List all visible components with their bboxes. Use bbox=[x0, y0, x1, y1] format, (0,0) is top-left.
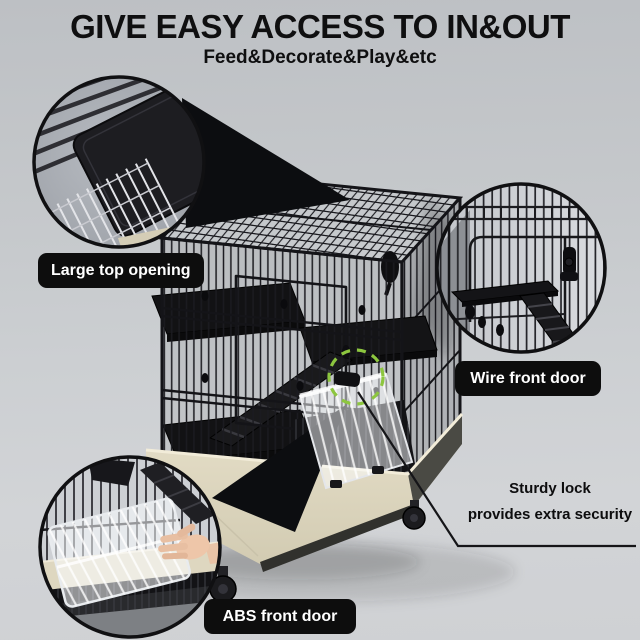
caster-wheel-right bbox=[402, 500, 426, 530]
clear-door bbox=[47, 497, 191, 608]
label-wire-front-door: Wire front door bbox=[455, 361, 601, 396]
top-opening-callout bbox=[32, 75, 206, 249]
lock-leader-line bbox=[357, 391, 636, 548]
zoom-beam-top bbox=[182, 98, 350, 228]
abs-clear-door bbox=[298, 371, 414, 490]
label-large-top-opening: Large top opening bbox=[38, 253, 204, 288]
lock-highlight-circle bbox=[327, 348, 385, 406]
sturdy-lock-line1: Sturdy lock bbox=[509, 480, 591, 497]
page-title: GIVE EASY ACCESS TO IN&OUT bbox=[70, 8, 570, 45]
page-subtitle: Feed&Decorate&Play&etc bbox=[203, 47, 437, 68]
sturdy-lock-note: Sturdy lock provides extra security bbox=[448, 479, 640, 524]
label-abs-front-door: ABS front door bbox=[204, 599, 356, 634]
abs-door-callout bbox=[38, 455, 222, 639]
wire-door-callout bbox=[435, 182, 607, 354]
hand bbox=[158, 523, 220, 564]
base-bumper bbox=[260, 504, 414, 572]
sturdy-lock-line2: provides extra security bbox=[467, 506, 633, 523]
